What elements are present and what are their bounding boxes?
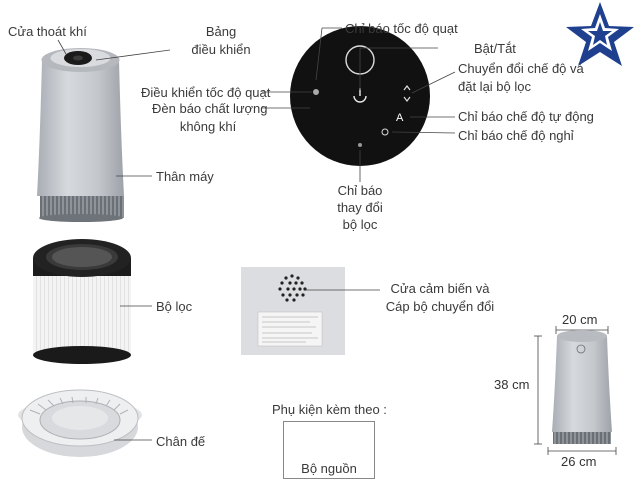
label-power: Bật/Tắt	[474, 41, 516, 56]
sensor-vent-holes	[278, 274, 307, 302]
sensor-panel	[241, 267, 345, 355]
mode-arrows-icon	[403, 85, 411, 102]
dimension-drawing	[534, 326, 617, 455]
base-unit	[18, 389, 142, 457]
label-fan-speed-indicator: Chỉ báo tốc độ quạt	[345, 21, 458, 36]
filter-unit	[33, 239, 131, 364]
label-exhaust: Cửa thoát khí	[8, 24, 87, 39]
star-logo-icon	[566, 2, 634, 66]
label-mode-switch-1: Chuyển đổi chế độ và	[458, 61, 584, 76]
power-adapter-box	[283, 421, 375, 479]
label-sensor-2: Cáp bộ chuyển đổi	[385, 299, 495, 314]
dimension-top-width: 20 cm	[562, 312, 598, 327]
label-fan-speed-control: Điều khiển tốc độ quạt	[141, 85, 271, 100]
purifier-unit	[37, 48, 124, 222]
filter-change-led	[358, 143, 362, 147]
label-air-quality-1: Đèn báo chất lượng	[152, 101, 268, 116]
label-body: Thân máy	[156, 169, 214, 184]
label-filter: Bộ lọc	[156, 299, 193, 314]
label-accessories: Phụ kiện kèm theo :	[272, 402, 387, 417]
label-control-panel-1: Bảng	[205, 24, 237, 39]
sleep-icon	[381, 128, 389, 136]
label-filter-change-2: thay đổi	[337, 200, 383, 215]
label-sleep-mode: Chỉ báo chế độ nghỉ	[458, 128, 574, 143]
label-filter-change-1: Chỉ báo	[337, 183, 383, 198]
fan-speed-control-icon	[313, 89, 319, 95]
leader-lines	[57, 27, 456, 182]
label-filter-change-3: bộ lọc	[342, 217, 378, 232]
brand-emblem-icon	[576, 344, 586, 354]
label-control-panel-2: điều khiển	[191, 42, 251, 57]
auto-mode-glyph: A	[396, 112, 404, 124]
dimension-height: 38 cm	[494, 377, 530, 392]
label-base: Chân đế	[156, 434, 206, 449]
label-auto-mode: Chỉ báo chế độ tự động	[458, 109, 594, 124]
label-mode-switch-2: đặt lại bộ lọc	[458, 79, 531, 94]
dimension-bottom-width: 26 cm	[561, 454, 597, 469]
label-air-quality-2: không khí	[179, 119, 237, 134]
control-panel-enlarged	[290, 26, 430, 166]
label-sensor-1: Cửa cảm biến và	[390, 281, 490, 296]
label-power-adapter: Bộ nguồn	[301, 461, 357, 476]
